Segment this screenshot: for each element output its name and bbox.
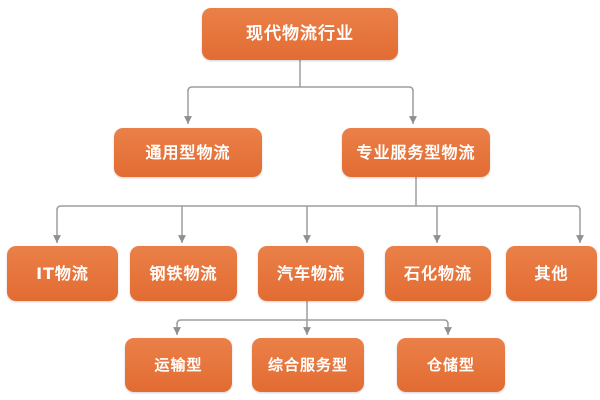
node-integrated-service-type: 综合服务型 bbox=[252, 338, 364, 392]
node-modern-logistics-industry: 现代物流行业 bbox=[202, 8, 398, 60]
node-professional-service-logistics: 专业服务型物流 bbox=[342, 128, 490, 177]
node-automotive-logistics: 汽车物流 bbox=[258, 246, 364, 301]
node-transport-type: 运输型 bbox=[125, 338, 232, 392]
node-petrochemical-logistics: 石化物流 bbox=[385, 246, 491, 301]
node-warehousing-type: 仓储型 bbox=[397, 338, 505, 392]
node-it-logistics: IT物流 bbox=[7, 246, 118, 301]
node-general-logistics: 通用型物流 bbox=[114, 128, 262, 177]
node-other-logistics: 其他 bbox=[506, 246, 597, 301]
node-steel-logistics: 钢铁物流 bbox=[130, 246, 237, 301]
